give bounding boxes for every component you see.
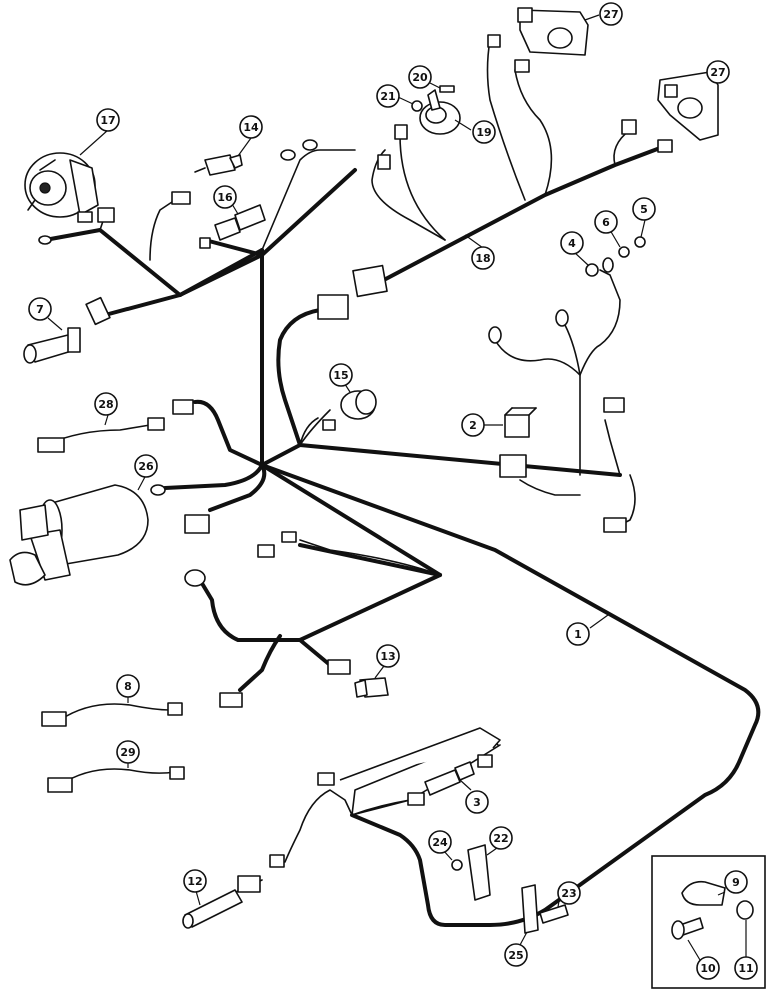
buzzer-15 (340, 389, 377, 420)
callout-11: 11 (734, 956, 758, 980)
callout-20: 20 (408, 65, 432, 89)
svg-text:25: 25 (508, 949, 523, 962)
callout-19: 19 (472, 120, 496, 144)
svg-text:2: 2 (469, 419, 477, 432)
callout-6: 6 (594, 210, 618, 234)
callout-17: 17 (96, 108, 120, 132)
svg-text:10: 10 (700, 962, 716, 975)
callout-1: 1 (566, 622, 590, 646)
svg-text:15: 15 (333, 369, 348, 382)
svg-text:3: 3 (473, 796, 481, 809)
callout-21: 21 (376, 84, 400, 108)
svg-text:26: 26 (138, 460, 154, 473)
svg-text:4: 4 (568, 237, 576, 250)
svg-text:9: 9 (732, 876, 740, 889)
callout-4: 4 (560, 231, 584, 255)
callout-14: 14 (239, 115, 263, 139)
callout-16: 16 (213, 185, 237, 209)
svg-text:19: 19 (476, 126, 491, 139)
callout-27-lower: 27 (706, 60, 730, 84)
callout-29: 29 (116, 740, 140, 764)
svg-text:16: 16 (217, 191, 233, 204)
switch-3 (424, 761, 475, 796)
callout-27-upper: 27 (599, 2, 623, 26)
sender-13 (354, 677, 389, 698)
callout-7: 7 (28, 297, 52, 321)
clamp-hardware (451, 844, 569, 934)
svg-text:14: 14 (243, 121, 259, 134)
svg-text:13: 13 (380, 650, 395, 663)
callout-15: 15 (329, 363, 353, 387)
ring-terminals (38, 139, 614, 496)
svg-text:12: 12 (187, 875, 202, 888)
main-harness (163, 248, 761, 927)
callout-10: 10 (696, 956, 720, 980)
callout-23: 23 (557, 881, 581, 905)
switch-16 (199, 204, 266, 249)
alternator (24, 152, 99, 218)
svg-text:7: 7 (36, 303, 44, 316)
svg-text:17: 17 (100, 114, 115, 127)
callout-24: 24 (428, 830, 452, 854)
callout-3: 3 (465, 790, 489, 814)
small-hardware-4-5-6 (585, 236, 646, 277)
sensor-12 (182, 889, 243, 929)
callout-18: 18 (471, 246, 495, 270)
callout-25: 25 (504, 943, 528, 967)
bracket-plate (339, 727, 501, 781)
callout-26: 26 (134, 454, 158, 478)
svg-text:6: 6 (602, 216, 610, 229)
svg-text:11: 11 (738, 962, 753, 975)
svg-text:23: 23 (561, 887, 576, 900)
svg-text:28: 28 (98, 398, 113, 411)
svg-text:27: 27 (603, 8, 618, 21)
relay-2 (504, 407, 537, 438)
svg-text:24: 24 (432, 836, 448, 849)
svg-text:21: 21 (380, 90, 395, 103)
sensor-7 (23, 296, 111, 364)
callout-12: 12 (183, 869, 207, 893)
lamp-27-upper (517, 7, 589, 56)
horn-19 (419, 89, 461, 135)
callout-2: 2 (461, 413, 485, 437)
callout-28: 28 (94, 392, 118, 416)
callout-5: 5 (632, 197, 656, 221)
svg-text:18: 18 (475, 252, 490, 265)
sender-14 (194, 154, 243, 176)
callout-13: 13 (376, 644, 400, 668)
harness-18 (43, 39, 662, 317)
svg-text:8: 8 (124, 680, 132, 693)
callout-9: 9 (724, 870, 748, 894)
svg-text:1: 1 (574, 628, 582, 641)
callout-22: 22 (489, 826, 513, 850)
svg-text:22: 22 (493, 832, 508, 845)
svg-text:5: 5 (640, 203, 648, 216)
svg-text:29: 29 (120, 746, 135, 759)
connectors (37, 34, 673, 893)
lamp-27-lower (657, 71, 719, 141)
svg-text:20: 20 (412, 71, 428, 84)
callout-8: 8 (116, 674, 140, 698)
horn-hardware (411, 85, 455, 112)
starter-motor (9, 484, 149, 586)
svg-text:27: 27 (710, 66, 725, 79)
